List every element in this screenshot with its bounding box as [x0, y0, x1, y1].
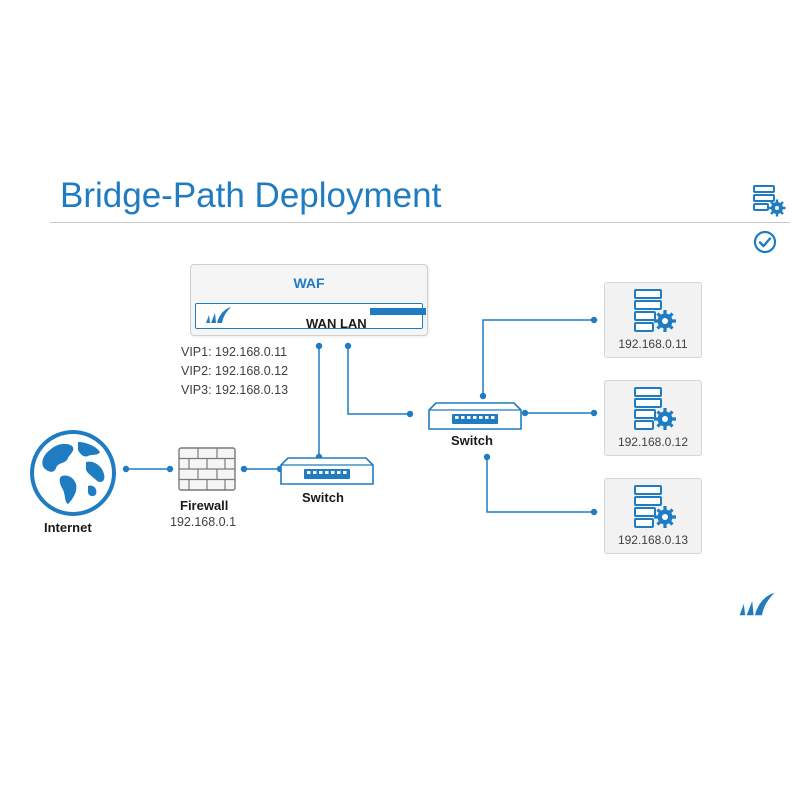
- server-gear-icon: [634, 289, 676, 332]
- link-switch-server1: [482, 319, 594, 396]
- server-1-ip: 192.168.0.11: [618, 337, 688, 351]
- switch-right-label: Switch: [451, 433, 493, 448]
- waf-status-bar: [370, 308, 426, 315]
- title-divider: [50, 222, 790, 223]
- waf-appliance: WAF WAN LAN: [190, 264, 428, 336]
- page-title: Bridge-Path Deployment: [60, 176, 442, 215]
- server-config-icon: [753, 185, 786, 217]
- server-2: 192.168.0.12: [604, 380, 702, 456]
- vip-label-1: VIP1: 192.168.0.11: [181, 345, 288, 359]
- vip-label-2: VIP2: 192.168.0.12: [181, 364, 289, 378]
- link-switch-server3: [486, 457, 594, 513]
- globe-icon: [30, 430, 116, 516]
- server-1: 192.168.0.11: [604, 282, 702, 358]
- firewall-icon: [178, 447, 236, 491]
- server-gear-icon: [634, 485, 676, 528]
- waf-device-panel: WAN LAN: [195, 303, 426, 331]
- switch-icon: [428, 402, 522, 430]
- switch-left-label: Switch: [302, 490, 344, 505]
- barracuda-logo-icon: [739, 592, 775, 616]
- vip-label-3: VIP3: 192.168.0.13: [181, 383, 289, 397]
- waf-title: WAF: [293, 275, 325, 291]
- server-3: 192.168.0.13: [604, 478, 702, 554]
- waf-ports-label: WAN LAN: [306, 316, 367, 331]
- firewall-ip: 192.168.0.1: [170, 515, 237, 529]
- check-circle-icon: [753, 230, 777, 254]
- server-3-ip: 192.168.0.13: [617, 533, 689, 547]
- firewall-label: Firewall: [180, 498, 229, 513]
- barracuda-logo-icon: [206, 307, 231, 323]
- internet-label: Internet: [44, 520, 92, 535]
- link-waf-lan-switch: [347, 346, 410, 415]
- server-gear-icon: [634, 387, 676, 430]
- server-2-ip: 192.168.0.12: [617, 435, 689, 449]
- switch-icon: [280, 457, 374, 485]
